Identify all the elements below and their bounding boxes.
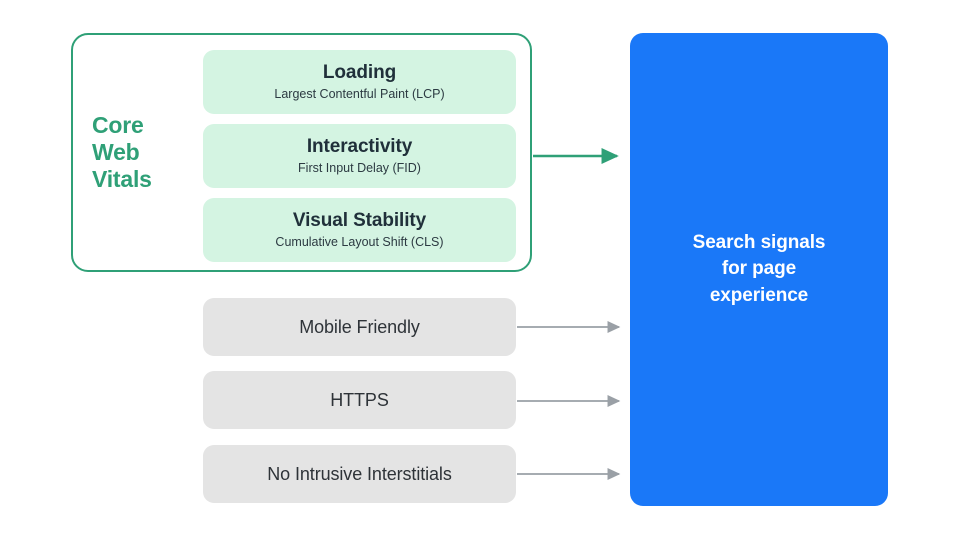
metric-title: Visual Stability bbox=[292, 209, 427, 231]
search-signals-panel-text: Search signals for page experience bbox=[692, 232, 826, 306]
metric-card-loading: Loading Largest Contentful Paint (LCP) bbox=[203, 50, 516, 114]
signal-label: HTTPS bbox=[330, 389, 389, 410]
metric-subtitle: First Input Delay (FID) bbox=[298, 160, 421, 175]
signal-label: Mobile Friendly bbox=[299, 316, 420, 337]
core-web-vitals-group bbox=[71, 33, 532, 272]
search-signals-panel: Search signals for page experience bbox=[630, 33, 888, 506]
metric-card-visual-stability: Visual Stability Cumulative Layout Shift… bbox=[203, 198, 516, 262]
signal-box-mobile-friendly: Mobile Friendly bbox=[203, 298, 516, 356]
metric-subtitle: Largest Contentful Paint (LCP) bbox=[274, 86, 445, 101]
signal-label: No Intrusive Interstitials bbox=[267, 463, 452, 484]
metric-title: Loading bbox=[322, 61, 397, 83]
metric-card-interactivity: Interactivity First Input Delay (FID) bbox=[203, 124, 516, 188]
signal-box-no-intrusive-interstitials: No Intrusive Interstitials bbox=[203, 445, 516, 503]
metric-title: Interactivity bbox=[306, 135, 413, 157]
metric-subtitle: Cumulative Layout Shift (CLS) bbox=[275, 234, 444, 249]
core-web-vitals-label: Core Web Vitals bbox=[92, 112, 152, 193]
signal-box-https: HTTPS bbox=[203, 371, 516, 429]
